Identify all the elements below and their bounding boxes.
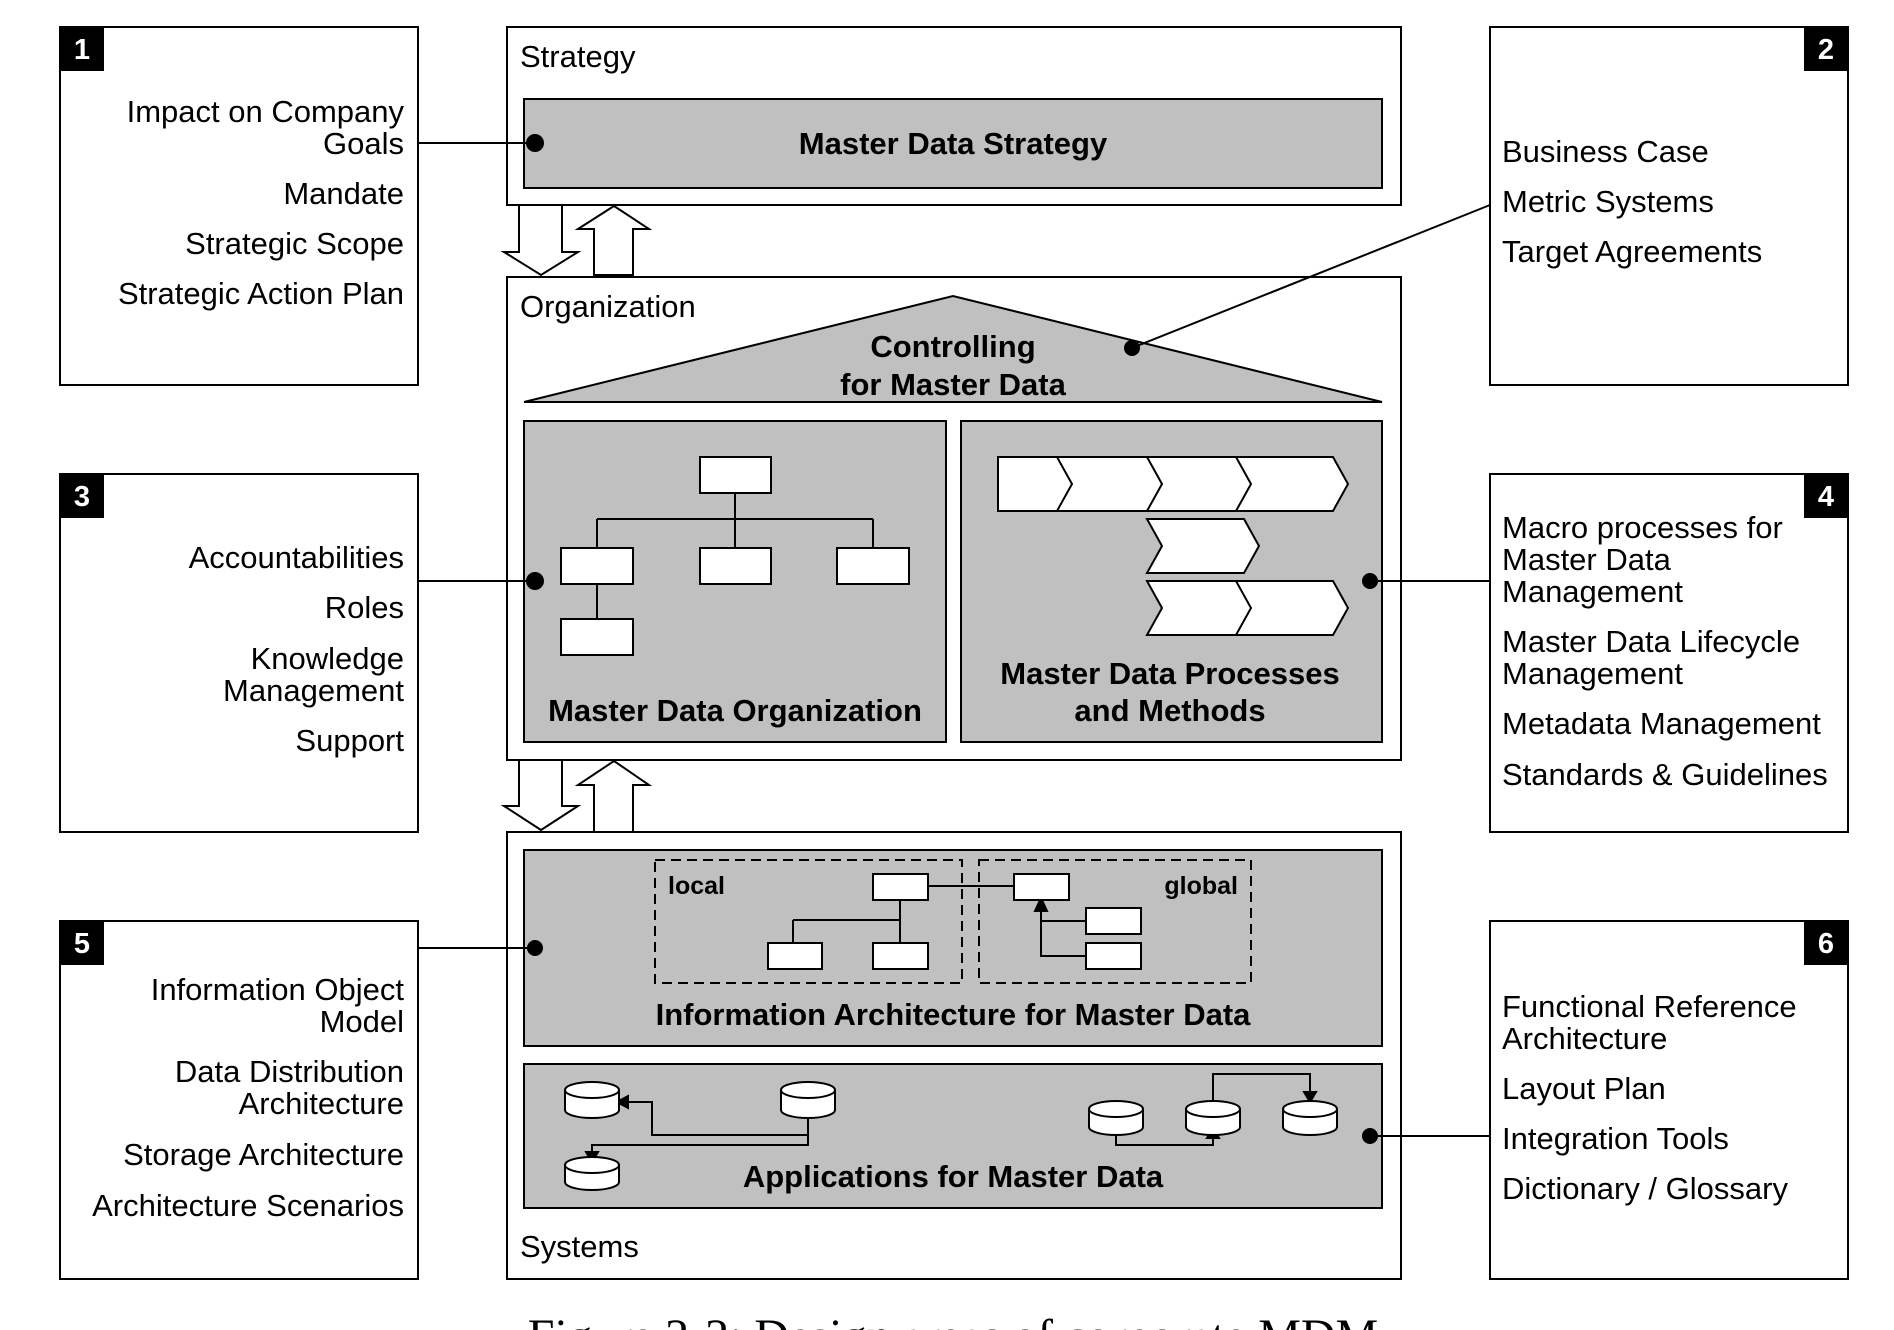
panel-5-item: Storage Architecture [123,1137,404,1172]
process-chain-icon [997,456,1350,636]
strategy-title: Strategy [520,39,636,74]
panel-6-number: 6 [1818,928,1834,960]
panel-3: 3 Accountabilities Roles Knowledge Manag… [59,473,419,833]
panel-2-item: Target Agreements [1502,234,1762,269]
panel-2-badge [1804,27,1848,71]
panel-2-item: Metric Systems [1502,184,1714,219]
panel-1-item: Strategic Action Plan [118,276,404,311]
panel-4: 4 Macro processes for Master Data Manage… [1489,473,1849,833]
local-region [654,859,963,984]
panel-3-badge [60,474,104,518]
data-model-icon [767,873,1142,970]
panel-3-item: Accountabilities [189,540,404,575]
panel-6-item: Architecture [1502,1021,1667,1056]
panel-1-number: 1 [74,34,90,66]
panel-4-item: Management [1502,656,1683,691]
panel-2-item: Business Case [1502,134,1709,169]
systems-layer: Systems local global Information Archite… [506,831,1402,1280]
panel-2-number: 2 [1818,34,1834,66]
panel-4-item: Master Data [1502,542,1672,577]
panel-5-item: Data Distribution [175,1054,404,1089]
applications-label: Applications for Master Data [743,1159,1164,1194]
org-chart-icon [560,456,910,656]
master-data-strategy-box [523,98,1383,189]
panel-4-item: Standards & Guidelines [1502,757,1828,792]
organization-title: Organization [520,289,696,324]
connector-panel-3-dot [526,572,544,590]
panel-5-item: Architecture [239,1086,404,1121]
panel-1-item: Mandate [283,176,404,211]
panel-1-badge [60,27,104,71]
master-data-strategy-label: Master Data Strategy [799,126,1108,161]
controlling-label: Controlling [870,329,1035,364]
panel-5-item: Information Object [151,972,405,1007]
panel-5-number: 5 [74,928,90,960]
database-icons [564,1073,1338,1191]
panel-5-item: Architecture Scenarios [92,1188,404,1223]
panel-4-item: Management [1502,574,1683,609]
panel-4-number: 4 [1818,481,1834,513]
panel-6-badge [1804,921,1848,965]
panel-5-badge [60,921,104,965]
master-data-organization-label: Master Data Organization [548,693,922,728]
panel-1-item: Strategic Scope [185,226,404,261]
global-region [978,859,1252,984]
panel-3-item: Management [223,673,404,708]
organization-layer: Organization Controlling for Master Data… [506,276,1402,761]
panel-5: 5 Information Object Model Data Distribu… [59,920,419,1280]
panel-5-item: Model [320,1004,404,1039]
panel-6-item: Integration Tools [1502,1121,1729,1156]
panel-3-item: Support [295,723,404,758]
strategy-layer: Strategy Master Data Strategy [506,26,1402,206]
information-architecture-box [523,849,1383,1047]
systems-title: Systems [520,1229,639,1264]
connector-lines [418,134,1491,1137]
arrows-organization-systems [500,759,653,833]
down-arrow [500,759,582,832]
down-arrow [500,204,582,277]
panel-1-item: Goals [323,126,404,161]
panel-6-item: Layout Plan [1502,1071,1666,1106]
panel-4-item: Master Data Lifecycle [1502,624,1800,659]
panel-3-number: 3 [74,481,90,513]
connector-panel-1-dot [526,134,544,152]
panel-3-item: Roles [325,590,404,625]
up-arrow [574,759,653,833]
master-data-processes-label: and Methods [1074,693,1265,728]
up-arrow [574,204,653,276]
arrows-strategy-organization [500,204,653,277]
panel-6-item: Dictionary / Glossary [1502,1171,1788,1206]
panel-2: 2 Business Case Metric Systems Target Ag… [1489,26,1849,386]
local-label: local [668,872,725,900]
panel-4-item: Metadata Management [1502,706,1821,741]
information-architecture-label: Information Architecture for Master Data [656,997,1252,1032]
controlling-label: for Master Data [840,367,1066,402]
controlling-roof [523,294,1383,403]
figure-caption: Figure 2-2: Design areas of corporate MD… [528,1310,1378,1330]
panel-6: 6 Functional Reference Architecture Layo… [1489,920,1849,1280]
panel-3-item: Knowledge [251,641,404,676]
panel-4-badge [1804,474,1848,518]
panel-6-item: Functional Reference [1502,989,1797,1024]
panel-1: 1 Impact on Company Goals Mandate Strate… [59,26,419,386]
connector-panel-2 [1131,204,1491,349]
panel-1-item: Impact on Company [127,94,405,129]
master-data-processes-label: Master Data Processes [1000,656,1339,691]
global-label: global [1164,872,1238,900]
panel-4-item: Macro processes for [1502,510,1783,545]
